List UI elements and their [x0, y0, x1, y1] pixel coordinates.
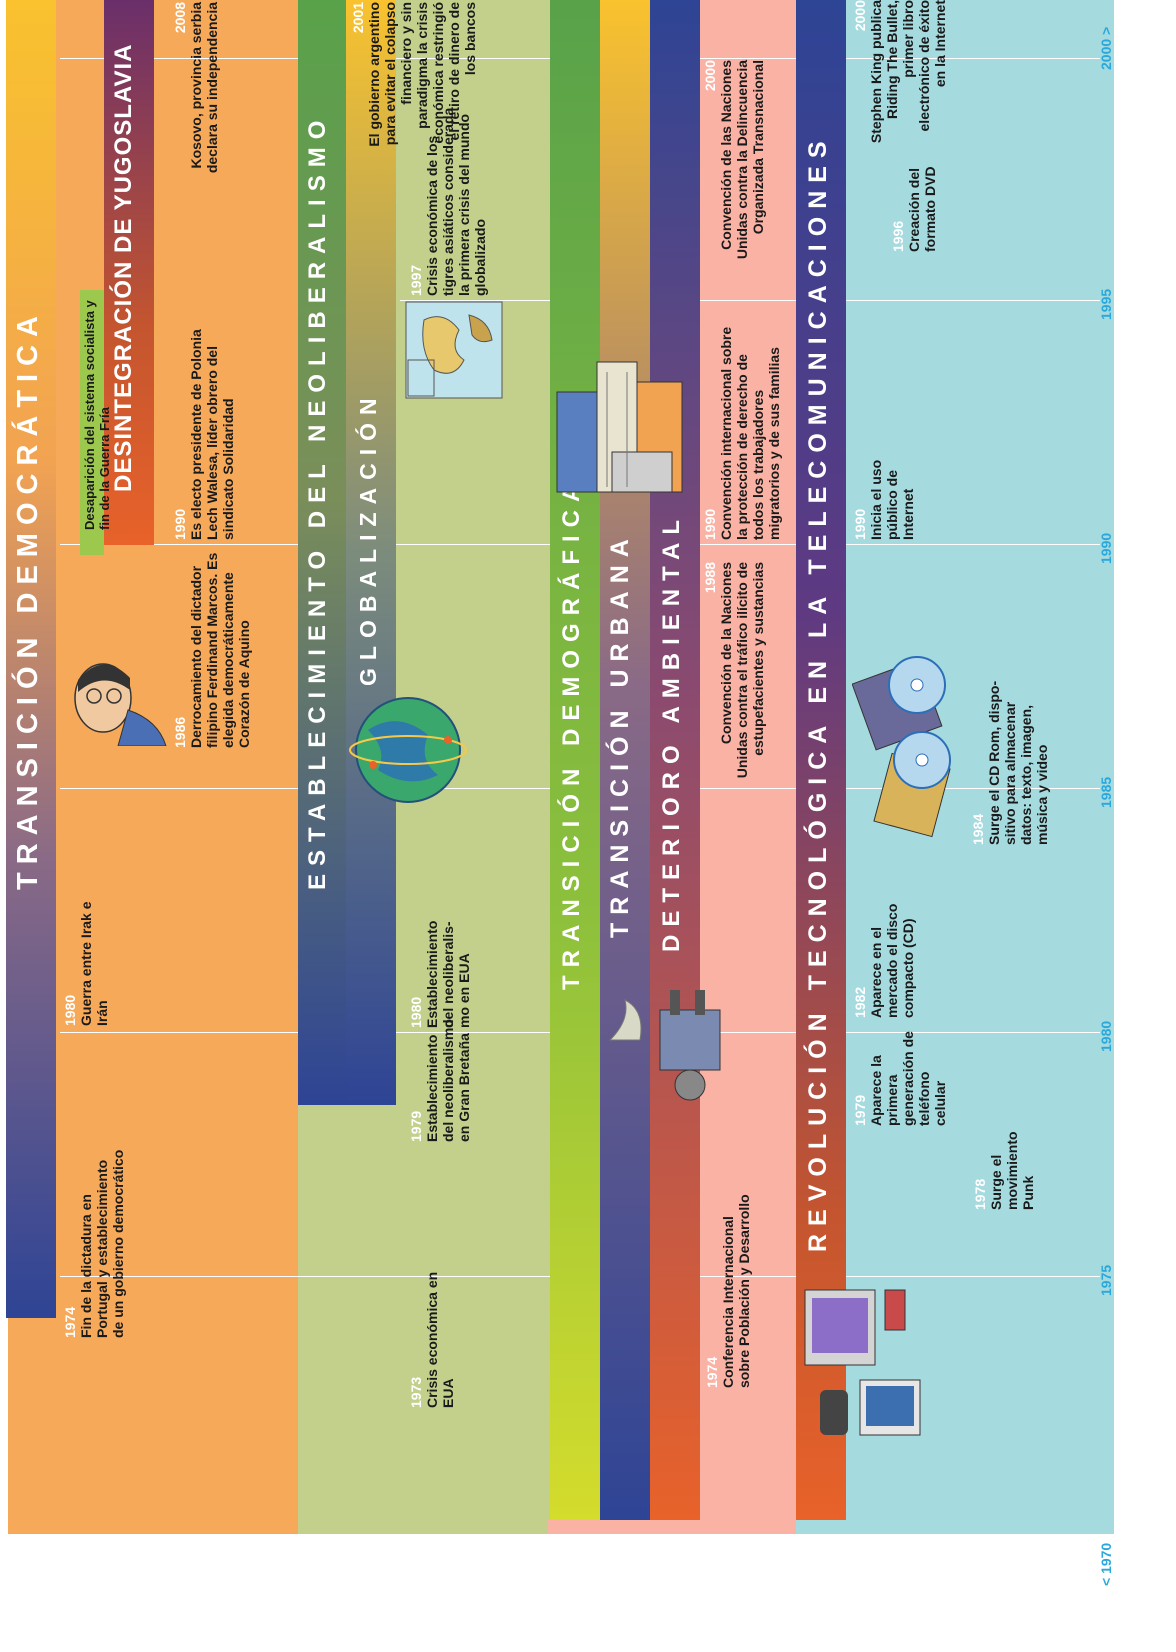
label-guerra-fria: Desaparición del sistema socia­lista y f… [82, 300, 112, 530]
bar-telecom [796, 0, 846, 1520]
bar-guerra-fria [80, 290, 104, 555]
bar-globalizacion [346, 0, 396, 1105]
bar-urbana [600, 0, 650, 1520]
title-demografica: TRANSICIÓN DEMOGRÁFICA [558, 476, 585, 990]
axis-year-1975: 1975 [1098, 1264, 1114, 1296]
band-telecom-bg [796, 0, 1114, 1530]
axis-year-1980: 1980 [1098, 1020, 1114, 1052]
world-map-icon [405, 301, 503, 399]
title-telecom: REVOLUCIÓN TECNOLÓGICA EN LA TELECOMUNIC… [804, 133, 832, 1252]
bar-yugoslavia [104, 0, 154, 545]
title-globalizacion: GLOBALIZACIÓN [355, 390, 381, 686]
axis-year-1995: 1995 [1098, 288, 1114, 320]
grid-line-1995 [400, 300, 1100, 301]
bottom-strip [8, 1520, 1114, 1534]
bar-demografica [550, 0, 600, 1520]
axis-year-1990: 1990 [1098, 532, 1114, 564]
cd-disc-icon [852, 656, 951, 838]
title-yugoslavia: DESINTEGRACIÓN DE YUGOSLAVIA [110, 43, 137, 493]
title-ambiental: DETERIORO AMBIENTAL [658, 512, 685, 952]
skyscrapers-icon [556, 361, 683, 493]
factory-icon [608, 990, 721, 1101]
axis-year-2000: 2000 > [1098, 26, 1114, 70]
bar-democratica [6, 0, 56, 1318]
band-ambiental-bg [700, 0, 796, 1530]
title-urbana: TRANSICIÓN URBANA [606, 531, 634, 938]
bar-ambiental [650, 0, 700, 1520]
title-democratica: TRANSICIÓN DEMOCRÁTICA [12, 308, 44, 890]
title-neoliberalismo: ESTABLECIMIENTO DEL NEOLIBERALISMO [304, 112, 331, 890]
computer-devices-icon [804, 1289, 921, 1436]
filipino-portrait-icon [74, 663, 167, 746]
globe-icon [349, 697, 467, 803]
bar-neoliberalismo [298, 0, 346, 1105]
axis-year-1970: < 1970 [1098, 1542, 1114, 1586]
axis-year-1985: 1985 [1098, 776, 1114, 808]
